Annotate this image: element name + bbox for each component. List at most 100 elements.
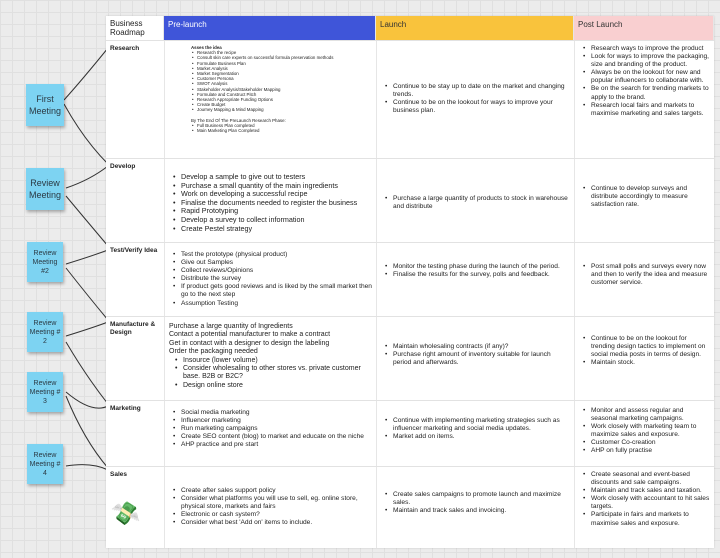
list-item: Research ways to improve the product <box>581 45 710 53</box>
cell-sales-postlaunch[interactable]: Create seasonal and event-based discount… <box>574 467 714 548</box>
row-label-manufacture: Manufacture & Design <box>110 321 156 336</box>
list-item: SWOT Analysis <box>189 81 376 86</box>
cell-marketing-launch[interactable]: Continue with implementing marketing str… <box>376 401 574 466</box>
row-test-verify: Test/Verify Idea Test the prototype (phy… <box>106 242 714 316</box>
marketing-post-list: Monitor and assess regular and seasonal … <box>575 401 714 456</box>
list-item: Give out Samples <box>171 259 372 267</box>
list-item: Design online store <box>173 382 372 391</box>
develop-launch-list: Purchase a large quantity of products to… <box>377 159 574 211</box>
list-item: Customer Persona <box>189 76 376 81</box>
research-pre-footer-list: Full Business Plan completed Main Market… <box>189 123 376 134</box>
money-icon: 💸 <box>109 498 142 529</box>
cell-research-postlaunch[interactable]: Research ways to improve the product Loo… <box>574 41 714 158</box>
list-item: Market add on items. <box>383 433 570 441</box>
list-item: Market Segmentation <box>189 71 376 76</box>
cell-manufacture-postlaunch[interactable]: Continue to be on the lookout for trendi… <box>574 317 714 400</box>
header-pre-launch[interactable]: Pre-launch <box>164 16 376 40</box>
row-label-sales: Sales <box>110 471 127 478</box>
sticky-note-review-meeting-4[interactable]: Review Meeting # 4 <box>27 444 63 484</box>
list-item: Maintain stock. <box>581 359 710 367</box>
list-item: Be on the search for trending markets to… <box>581 85 710 101</box>
manufacture-line: Purchase a large quantity of Ingredients <box>169 323 293 330</box>
list-item: Work closely with marketing team to maxi… <box>581 423 710 439</box>
list-item: Maintain and track sales and taxation. <box>581 487 710 495</box>
cell-test-postlaunch[interactable]: Post small polls and surveys every now a… <box>574 243 714 316</box>
cell-sales-launch[interactable]: Create sales campaigns to promote launch… <box>376 467 574 548</box>
list-item: Finalise the results for the survey, pol… <box>383 271 570 279</box>
sales-post-list: Create seasonal and event-based discount… <box>575 467 714 528</box>
list-item: Assumption Testing <box>171 300 372 308</box>
test-pre-list: Test the prototype (physical product) Gi… <box>165 243 376 308</box>
cell-marketing-postlaunch[interactable]: Monitor and assess regular and seasonal … <box>574 401 714 466</box>
list-item: Formulate Business Plan <box>189 61 376 66</box>
list-item: Consider what platforms you will use to … <box>171 495 372 511</box>
row-label-research: Research <box>110 45 140 52</box>
header-post-launch[interactable]: Post Launch <box>574 16 714 40</box>
list-item: Work closely with accountant to hit sale… <box>581 495 710 511</box>
list-item: Create SEO content (blog) to market and … <box>171 433 372 441</box>
manufacture-line: Order the packaging needed <box>169 348 258 356</box>
list-item: Consider wholesaling to other stores vs.… <box>173 365 372 382</box>
cell-develop-prelaunch[interactable]: Develop a sample to give out to testers … <box>164 159 376 242</box>
list-item: Participate in fairs and markets to maxi… <box>581 511 710 527</box>
develop-pre-list: Develop a sample to give out to testers … <box>165 159 376 233</box>
header-launch[interactable]: Launch <box>376 16 574 40</box>
roadmap-board: Business Roadmap Pre-launch Launch Post … <box>106 16 714 548</box>
list-item: Purchase right amount of inventory suita… <box>383 351 570 367</box>
marketing-launch-list: Continue with implementing marketing str… <box>377 401 574 441</box>
row-label-test-verify: Test/Verify Idea <box>110 247 158 254</box>
sticky-note-review-meeting-2b[interactable]: Review Meeting # 2 <box>27 312 63 352</box>
cell-manufacture-prelaunch[interactable]: Purchase a large quantity of Ingredients… <box>164 317 376 400</box>
sales-pre-list: Create after sales support policy Consid… <box>165 467 376 528</box>
cell-research-prelaunch[interactable]: Asses the idea Research the recipe Consu… <box>164 41 376 158</box>
list-item: Main Marketing Plan Completed <box>189 128 376 133</box>
cell-sales-prelaunch[interactable]: Create after sales support policy Consid… <box>164 467 376 548</box>
list-item: Post small polls and surveys every now a… <box>581 263 710 287</box>
sticky-note-first-meeting[interactable]: First Meeting <box>26 84 64 126</box>
list-item: Insource (lower volume) <box>173 357 372 366</box>
list-item: Consult skin care experts on successful … <box>189 55 376 60</box>
research-pre-footer: By The End Of The PreLaunch Research Pha… <box>191 117 286 123</box>
list-item: Social media marketing <box>171 409 372 417</box>
cell-marketing-prelaunch[interactable]: Social media marketing Influencer market… <box>164 401 376 466</box>
research-pre-title: Asses the idea <box>191 45 222 50</box>
sticky-note-review-meeting-2[interactable]: Review Meeting #2 <box>27 242 63 282</box>
list-item: Finalise the documents needed to registe… <box>171 198 372 208</box>
manufacture-line: Contact a potential manufacturer to make… <box>169 331 331 339</box>
row-manufacture-design: Manufacture & Design Purchase a large qu… <box>106 316 714 400</box>
cell-develop-postlaunch[interactable]: Continue to develop surveys and distribu… <box>574 159 714 242</box>
row-research: Research Asses the idea Research the rec… <box>106 40 714 158</box>
list-item: Full Business Plan completed <box>189 123 376 128</box>
list-item: Maintain and track sales and invoicing. <box>383 507 570 515</box>
manufacture-launch-list: Maintain wholesaling contracts (if any)?… <box>377 317 574 367</box>
cell-develop-launch[interactable]: Purchase a large quantity of products to… <box>376 159 574 242</box>
research-pre-list: Research the recipe Consult skin care ex… <box>189 50 376 113</box>
sticky-note-review-meeting-3[interactable]: Review Meeting # 3 <box>27 372 63 412</box>
cell-test-launch[interactable]: Monitor the testing phase during the lau… <box>376 243 574 316</box>
list-item: Formulate and Construct Pitch <box>189 92 376 97</box>
list-item: Develop a survey to collect information <box>171 215 372 225</box>
list-item: Create seasonal and event-based discount… <box>581 471 710 487</box>
research-launch-list: Continue to be stay up to date on the ma… <box>377 41 574 115</box>
cell-manufacture-launch[interactable]: Maintain wholesaling contracts (if any)?… <box>376 317 574 400</box>
sticky-note-review-meeting[interactable]: Review Meeting <box>26 168 64 210</box>
list-item: Research Appropriate Funding Options <box>189 97 376 102</box>
list-item: Research local fairs and markets to maxi… <box>581 102 710 118</box>
list-item: Rapid Prototyping <box>171 207 372 216</box>
list-item: Create Pestel strategy <box>171 224 372 234</box>
list-item: Customer Co-creation <box>581 439 710 447</box>
row-sales: Sales 💸 Create after sales support polic… <box>106 466 714 548</box>
list-item: Collect reviews/Opinions <box>171 267 372 275</box>
list-item: Distribute the survey <box>171 275 372 283</box>
manufacture-pre-list: Insource (lower volume) Consider wholesa… <box>169 357 372 391</box>
list-item: Always be on the lookout for new and pop… <box>581 69 710 85</box>
row-develop: Develop Develop a sample to give out to … <box>106 158 714 242</box>
cell-test-prelaunch[interactable]: Test the prototype (physical product) Gi… <box>164 243 376 316</box>
list-item: Create Budget <box>189 102 376 107</box>
list-item: Journey Mapping & Mind Mapping <box>189 107 376 112</box>
manufacture-line: Get in contact with a designer to design… <box>169 339 330 347</box>
list-item: Create sales campaigns to promote launch… <box>383 491 570 507</box>
cell-research-launch[interactable]: Continue to be stay up to date on the ma… <box>376 41 574 158</box>
list-item: Purchase a large quantity of products to… <box>383 195 570 211</box>
list-item: Continue to be on the lookout for trendi… <box>581 335 710 359</box>
